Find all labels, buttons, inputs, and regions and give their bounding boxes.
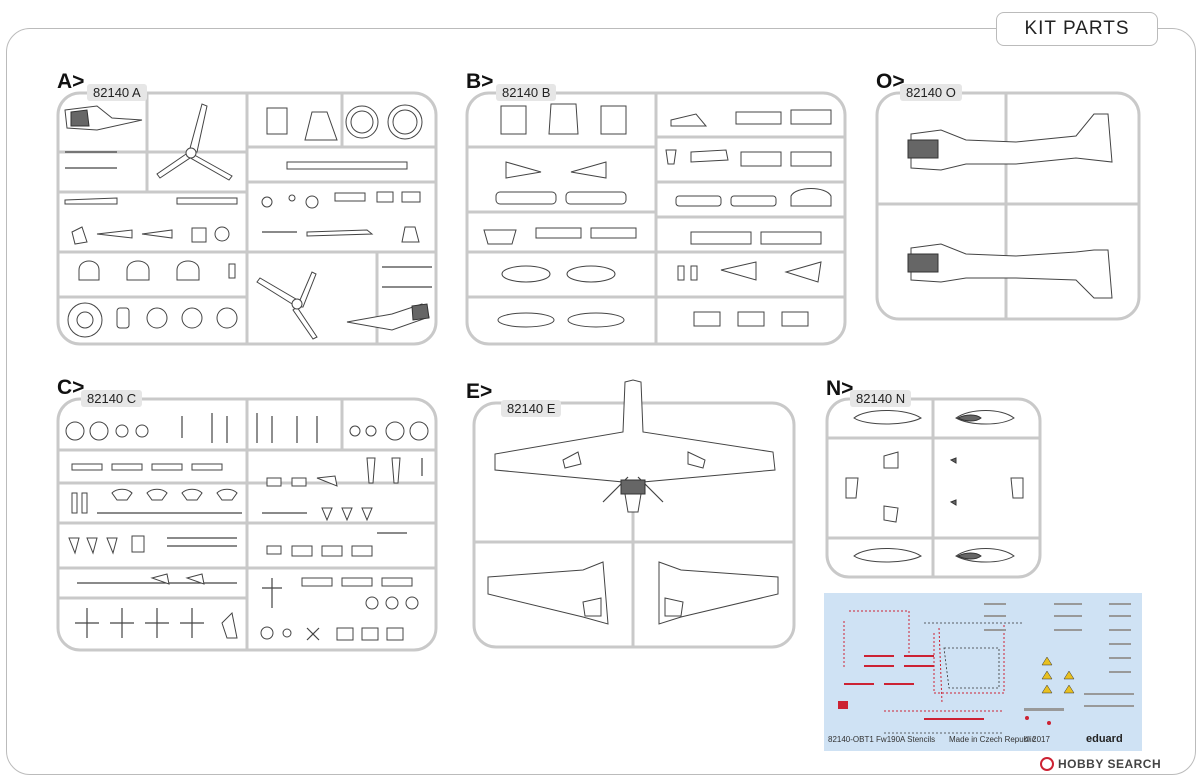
sprue-e-drawing (472, 379, 796, 649)
sprue-a-letter: A> (57, 70, 85, 93)
decal-sheet-origin: Made in Czech Republic (949, 735, 1036, 744)
decal-sheet-code: 82140-OBT1 Fw190A Stencils (828, 735, 936, 744)
page-frame (6, 28, 1196, 775)
sprue-a: 82140 A (56, 84, 438, 346)
sprue-b-drawing (465, 91, 847, 346)
hobby-search-logo-icon (1040, 757, 1054, 771)
sprue-c-letter: C> (57, 376, 85, 399)
sprue-n-letter: N> (826, 377, 854, 400)
decal-sheet: 82140-OBT1 Fw190A Stencils Made in Czech… (824, 593, 1142, 751)
sprue-n: 82140 N (825, 390, 1042, 579)
page-title: KIT PARTS (996, 12, 1158, 46)
sprue-c: 82140 C (56, 390, 438, 652)
sprue-a-code: 82140 A (87, 84, 147, 101)
sprue-b-code: 82140 B (496, 84, 557, 101)
sprue-o: 82140 O (875, 84, 1141, 321)
decal-sheet-brand: eduard (1086, 733, 1123, 745)
watermark: HOBBY SEARCH (1040, 757, 1161, 771)
sprue-n-code: 82140 N (850, 390, 912, 407)
sprue-a-drawing (56, 91, 438, 346)
sprue-o-drawing (875, 91, 1141, 321)
sprue-n-drawing (825, 397, 1042, 579)
sprue-c-drawing (56, 397, 438, 652)
sprue-e-letter: E> (466, 380, 493, 403)
decal-sheet-copyright: © 2017 (1024, 735, 1050, 744)
sprue-o-code: 82140 O (900, 84, 962, 101)
watermark-text: HOBBY SEARCH (1058, 757, 1162, 771)
sprue-b-letter: B> (466, 70, 494, 93)
sprue-c-code: 82140 C (81, 390, 143, 407)
sprue-e-code: 82140 E (501, 400, 562, 417)
sprue-o-letter: O> (876, 70, 905, 93)
sprue-b: 82140 B (465, 84, 847, 346)
sprue-e: 82140 E (472, 379, 796, 649)
decal-sheet-drawing (838, 603, 1134, 734)
